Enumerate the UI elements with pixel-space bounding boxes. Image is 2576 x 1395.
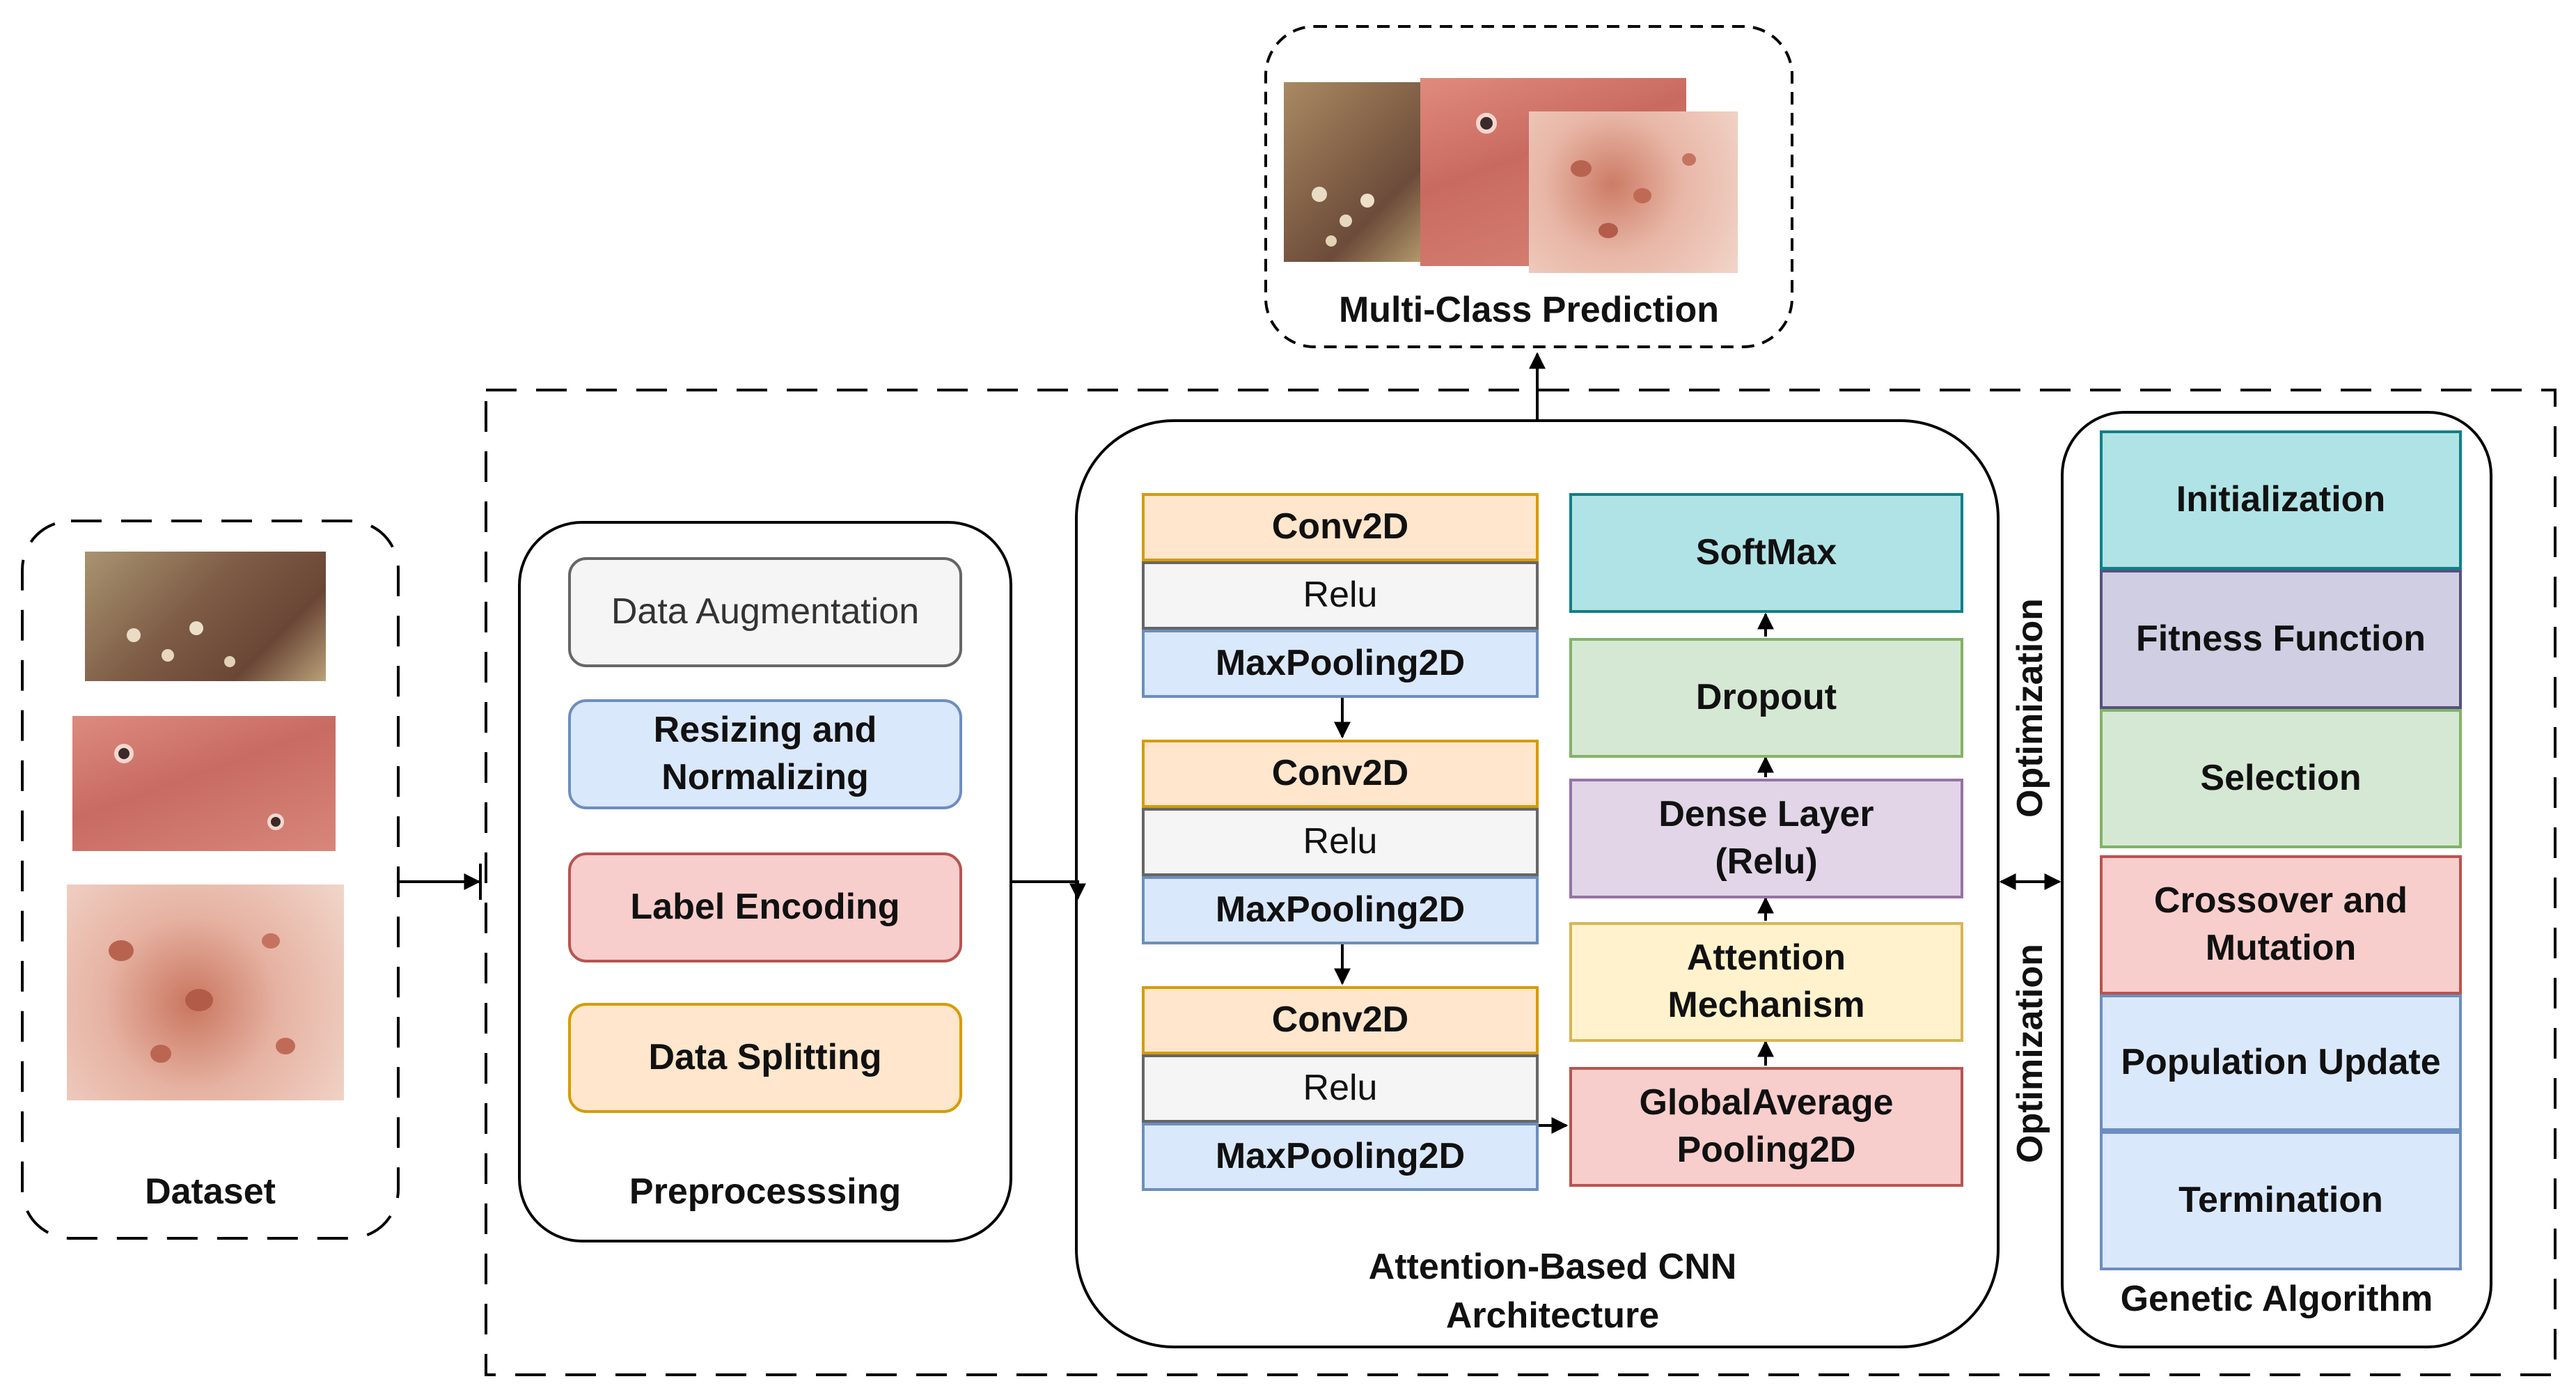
block2-conv2d: Conv2D (1142, 740, 1539, 808)
prediction-image-arm (1284, 82, 1423, 262)
block2-relu: Relu (1142, 808, 1539, 876)
step-data-augmentation: Data Augmentation (568, 557, 962, 667)
step-data-splitting: Data Splitting (568, 1003, 962, 1113)
dataset-image-arm (85, 552, 326, 681)
block3-conv2d: Conv2D (1142, 986, 1539, 1054)
ga-initialization: Initialization (2100, 430, 2462, 570)
dataset-frame (21, 520, 400, 1240)
pipeline-frame (485, 389, 2557, 1376)
optimization-label-bottom: Optimization (2010, 944, 2050, 1163)
layer-softmax: SoftMax (1569, 493, 1963, 613)
optimization-label-top: Optimization (2010, 598, 2050, 818)
prediction-frame (1264, 25, 1793, 348)
cnn-label: Attention-Based CNN Architecture (1368, 1247, 1737, 1336)
step-label-encoding: Label Encoding (568, 852, 962, 963)
arrow-preprocessing-to-cnn (1011, 880, 1086, 901)
step-resizing-normalizing: Resizing and Normalizing (568, 699, 962, 809)
block1-maxpooling2d: MaxPooling2D (1142, 630, 1539, 698)
ga-selection: Selection (2100, 709, 2462, 848)
layer-dense-relu: Dense Layer (Relu) (1569, 779, 1963, 898)
layer-dropout: Dropout (1569, 638, 1963, 758)
prediction-image-rash (1529, 111, 1738, 273)
prediction-label: Multi-Class Prediction (1338, 290, 1720, 330)
block1-conv2d: Conv2D (1142, 493, 1539, 561)
dataset-image-lesion (72, 716, 336, 851)
block3-relu: Relu (1142, 1054, 1539, 1123)
layer-global-average-pooling2d: GlobalAverage Pooling2D (1569, 1067, 1963, 1187)
block2-maxpooling2d: MaxPooling2D (1142, 876, 1539, 944)
ga-crossover-mutation: Crossover and Mutation (2100, 855, 2462, 995)
dataset-label: Dataset (145, 1171, 276, 1212)
block1-relu: Relu (1142, 561, 1539, 630)
dataset-image-rash (67, 884, 344, 1100)
ga-population-update: Population Update (2100, 995, 2462, 1131)
preprocessing-label: Preprocesssing (629, 1171, 902, 1212)
genetic-label: Genetic Algorithm (2120, 1279, 2433, 1319)
block3-maxpooling2d: MaxPooling2D (1142, 1123, 1539, 1191)
layer-attention-mechanism: Attention Mechanism (1569, 922, 1963, 1042)
ga-termination: Termination (2100, 1131, 2462, 1270)
ga-fitness-function: Fitness Function (2100, 570, 2462, 709)
